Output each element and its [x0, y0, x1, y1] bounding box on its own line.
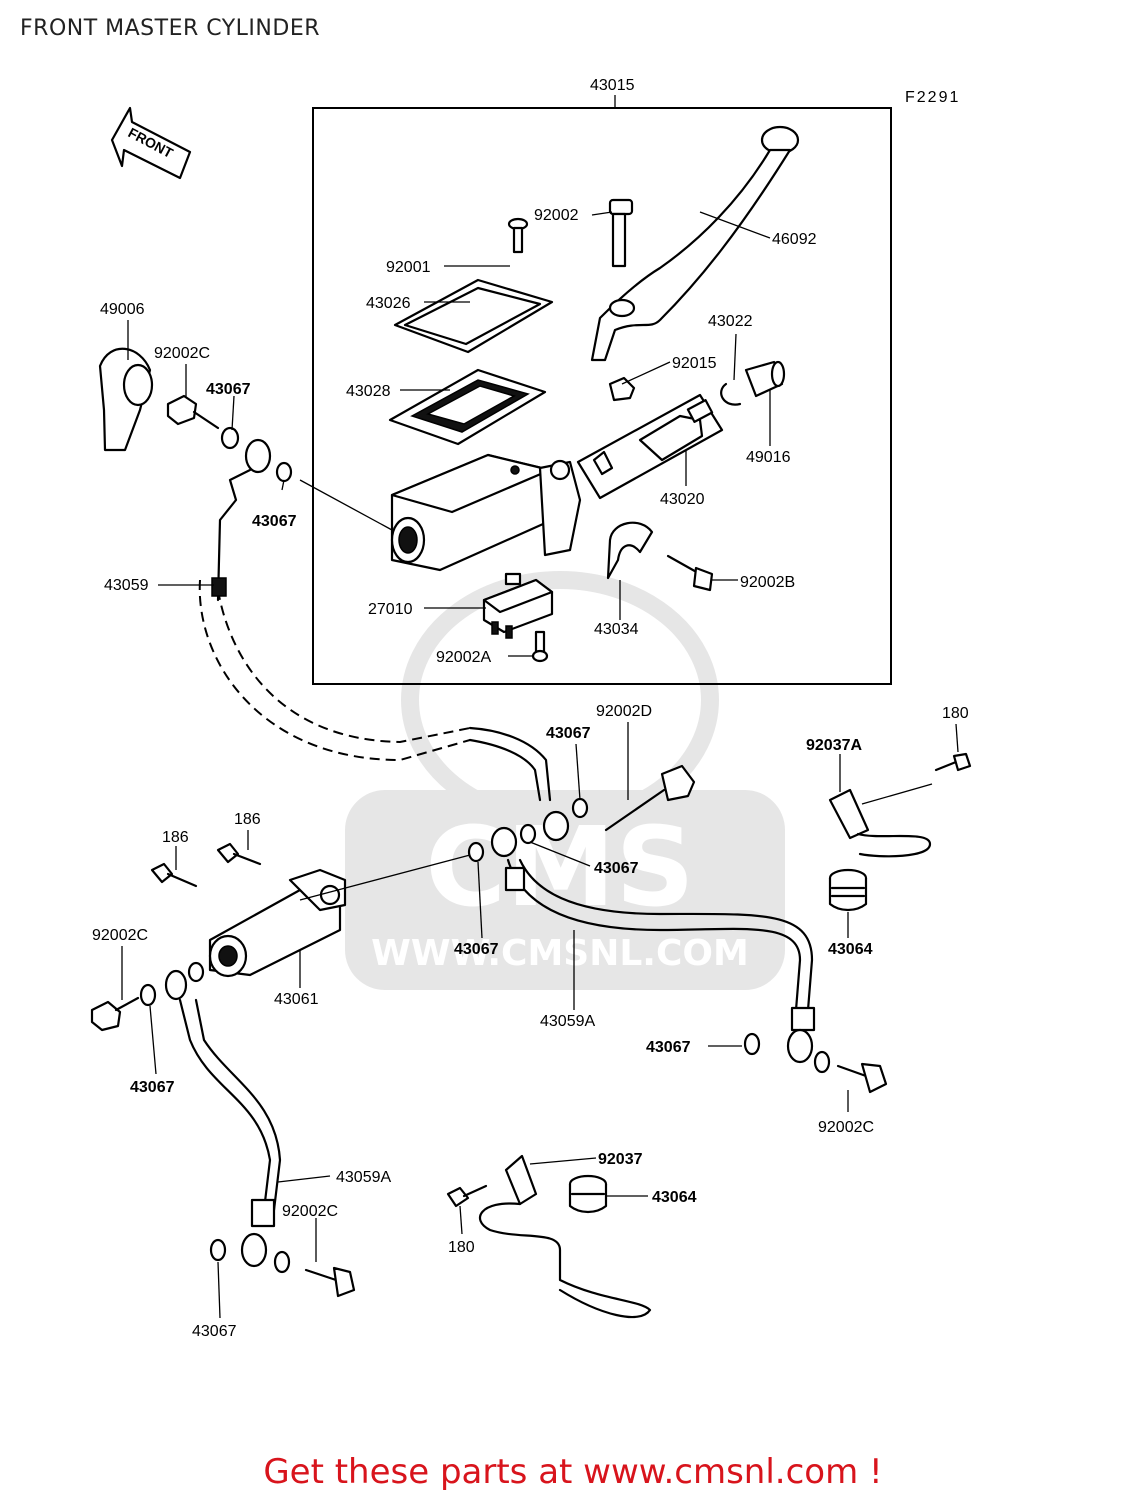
label-43067: 43067: [646, 1039, 691, 1056]
hose-clamp-a: [828, 788, 932, 858]
label-186: 186: [234, 811, 261, 828]
brake-hose-lower-left: [178, 998, 282, 1268]
label-49006: 49006: [100, 301, 145, 318]
washer: [275, 461, 293, 483]
banjo-bolt-right: [836, 1062, 888, 1094]
label-43028: 43028: [346, 383, 391, 400]
label-43059A: 43059A: [540, 1013, 595, 1030]
label-92015: 92015: [672, 355, 717, 372]
bolt-180-low: [446, 1184, 488, 1208]
label-43015: 43015: [590, 77, 635, 94]
label-43067: 43067: [206, 381, 251, 398]
banjo-eye: [542, 810, 570, 842]
pivot-nut: [608, 376, 636, 402]
assembly-box: [312, 107, 892, 685]
order-link[interactable]: Get these parts at www.cmsnl.com !: [263, 1452, 883, 1492]
banjo-bolt-left: [90, 996, 140, 1032]
figure-code: F2291: [905, 89, 960, 106]
diaphragm: [388, 368, 547, 446]
cap-screw: [507, 217, 529, 254]
brake-hose-right: [467, 823, 816, 1064]
banjo-bolt-top: [166, 394, 220, 430]
part-labels: 43015 92002 46092 92001 43026 49006 9200…: [92, 77, 969, 1340]
hose-joint: [208, 854, 471, 978]
washer: [273, 1250, 291, 1274]
label-46092: 46092: [772, 231, 817, 248]
washer: [571, 797, 589, 819]
label-43067: 43067: [454, 941, 499, 958]
washer: [209, 1238, 227, 1262]
label-92002C: 92002C: [154, 345, 210, 362]
label-43059A: 43059A: [336, 1169, 391, 1186]
label-92002A: 92002A: [436, 649, 491, 666]
label-180: 180: [942, 705, 969, 722]
holder-clamp: [606, 521, 654, 580]
mount-bolt-186: [150, 862, 198, 888]
label-92002B: 92002B: [740, 574, 795, 591]
label-92002C: 92002C: [92, 927, 148, 944]
bolt-180: [934, 752, 972, 772]
page-title: FRONT MASTER CYLINDER: [20, 16, 321, 41]
label-43026: 43026: [366, 295, 411, 312]
leader-lines: [121, 211, 959, 1319]
label-43064: 43064: [828, 941, 873, 958]
grommet-low: [568, 1174, 608, 1214]
label-43067: 43067: [252, 513, 297, 530]
clamp-bolt: [666, 554, 714, 592]
pivot-bolt: [608, 198, 634, 268]
label-186: 186: [162, 829, 189, 846]
label-180: 180: [448, 1239, 475, 1256]
label-92037A: 92037A: [806, 737, 862, 754]
label-92002D: 92002D: [596, 703, 652, 720]
brake-light-switch: [482, 572, 554, 639]
label-92002C: 92002C: [282, 1203, 338, 1220]
svg-text:WWW.CMSNL.COM: WWW.CMSNL.COM: [371, 933, 749, 974]
label-49016: 49016: [746, 449, 791, 466]
front-arrow-icon: FRONT: [110, 106, 192, 180]
label-43067: 43067: [130, 1079, 175, 1096]
piston-kit: [576, 393, 724, 500]
circlip: [720, 382, 742, 406]
label-43022: 43022: [708, 313, 753, 330]
label-92001: 92001: [386, 259, 431, 276]
banjo-eye: [164, 969, 188, 1001]
hose-clamp: [479, 1154, 652, 1319]
banjo-cover: [98, 347, 154, 452]
label-43067: 43067: [594, 860, 639, 877]
label-43067: 43067: [546, 725, 591, 742]
label-43020: 43020: [660, 491, 705, 508]
washer: [139, 983, 157, 1007]
washer: [743, 1032, 761, 1056]
grommet-top: [828, 868, 868, 912]
brake-hose-upper: [198, 438, 552, 802]
master-cylinder-body: [390, 453, 582, 572]
washer: [187, 961, 205, 983]
banjo-bolt-low: [304, 1266, 356, 1298]
mount-bolt-186: [216, 842, 262, 866]
switch-screw: [531, 630, 549, 663]
brake-lever: [590, 125, 800, 362]
label-43061: 43061: [274, 991, 319, 1008]
washer: [220, 426, 240, 450]
label-43067: 43067: [192, 1323, 237, 1340]
label-92002C: 92002C: [818, 1119, 874, 1136]
label-92037: 92037: [598, 1151, 643, 1168]
banjo-bolt-d: [604, 764, 696, 832]
washer: [813, 1050, 831, 1074]
label-43034: 43034: [594, 621, 639, 638]
watermark-logo: CMS WWW.CMSNL.COM: [345, 571, 785, 990]
label-92002: 92002: [534, 207, 579, 224]
label-27010: 27010: [368, 601, 413, 618]
parts-diagram: CMS WWW.CMSNL.COM F2291 FRONT: [90, 77, 972, 1340]
dust-boot: [744, 360, 786, 398]
label-43059: 43059: [104, 577, 149, 594]
label-43064: 43064: [652, 1189, 697, 1206]
